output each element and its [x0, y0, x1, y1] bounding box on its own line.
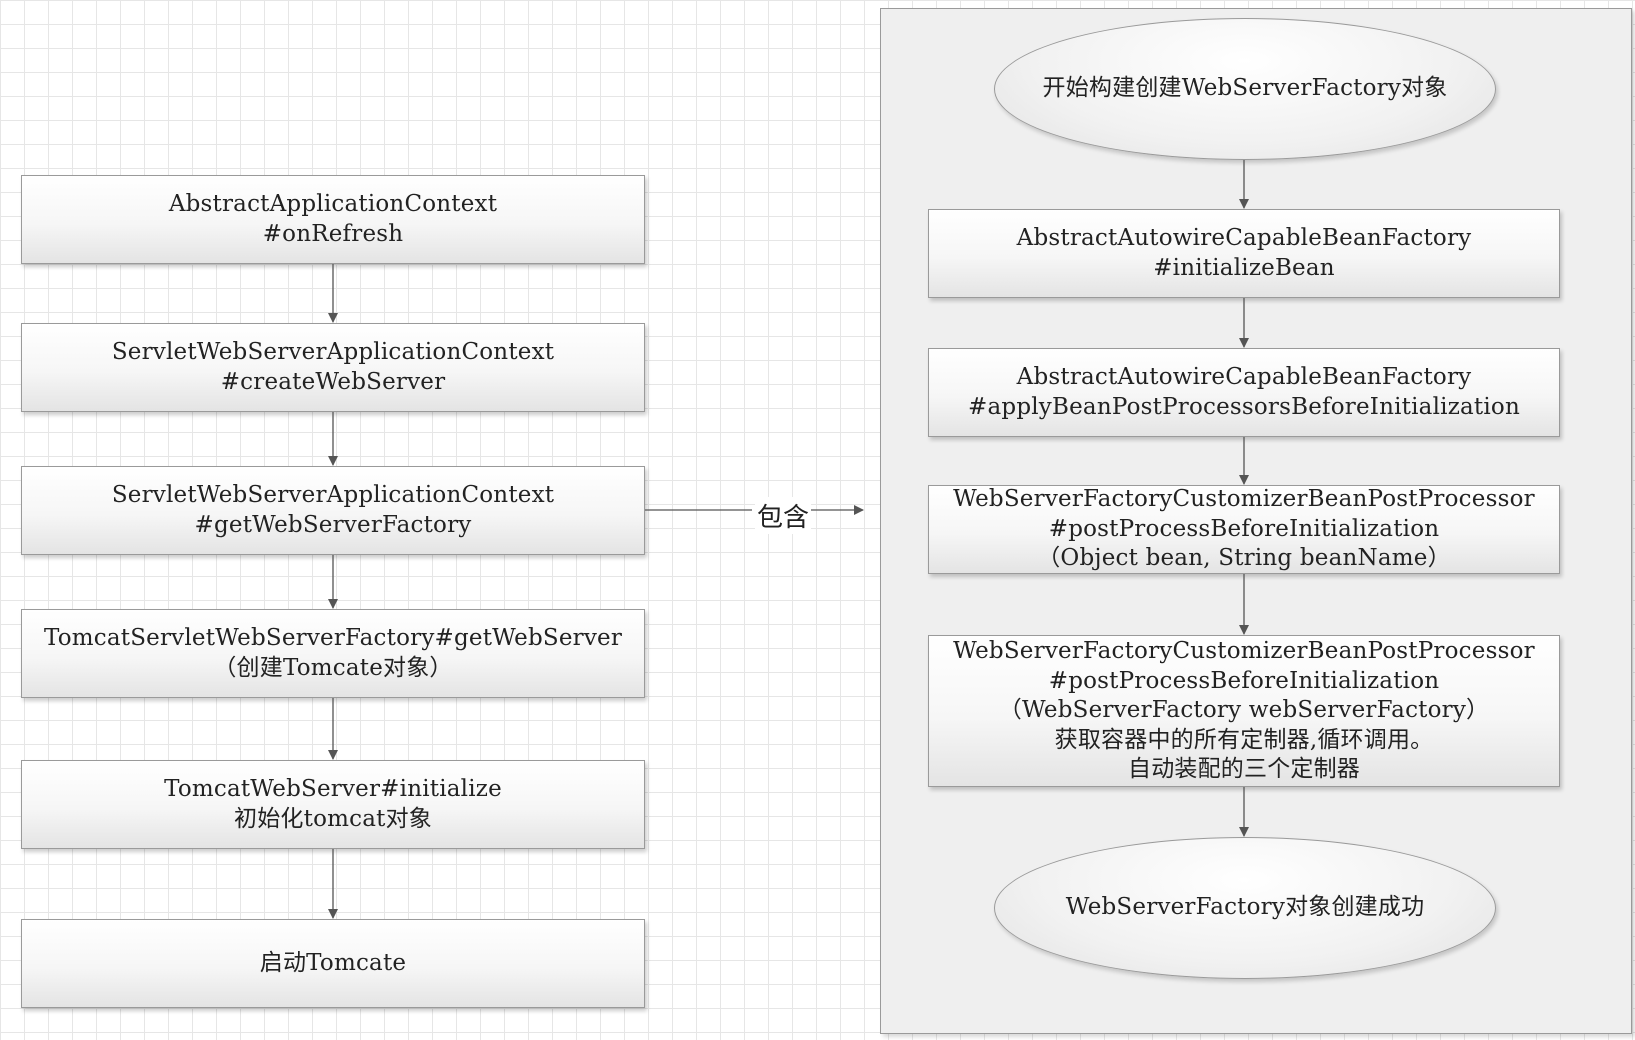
node-initialize-line1: TomcatWebServer#initialize: [164, 776, 502, 803]
node-getwebserver-line2: （创建Tomcate对象）: [213, 654, 453, 681]
node-getwebserverfactory: ServletWebServerApplicationContext #getW…: [21, 466, 645, 555]
node-postprocess-factory-line2: #postProcessBeforeInitialization: [1048, 667, 1440, 694]
node-postprocess-factory-line3: （WebServerFactory webServerFactory）: [998, 697, 1490, 724]
node-applybeanpostprocessors: AbstractAutowireCapableBeanFactory #appl…: [928, 348, 1560, 437]
node-onrefresh-line2: #onRefresh: [262, 220, 404, 247]
node-onrefresh-line1: AbstractApplicationContext: [168, 191, 498, 218]
node-postprocess-bean: WebServerFactoryCustomizerBeanPostProces…: [928, 485, 1560, 574]
node-start-tomcat: 启动Tomcate: [21, 919, 645, 1008]
node-createwebserver: ServletWebServerApplicationContext #crea…: [21, 323, 645, 412]
node-createwebserver-line2: #createWebServer: [220, 368, 446, 395]
node-postprocess-factory-line5: 自动装配的三个定制器: [1128, 756, 1360, 783]
node-onrefresh: AbstractApplicationContext #onRefresh: [21, 175, 645, 264]
node-getwebserver: TomcatServletWebServerFactory#getWebServ…: [21, 609, 645, 698]
node-initializebean-line1: AbstractAutowireCapableBeanFactory: [1016, 225, 1472, 252]
node-start-tomcat-line1: 启动Tomcate: [259, 949, 407, 976]
node-postprocess-bean-line2: #postProcessBeforeInitialization: [1048, 515, 1440, 542]
node-initialize-line2: 初始化tomcat对象: [234, 805, 432, 832]
node-end-ellipse-text: WebServerFactory对象创建成功: [1065, 894, 1425, 921]
node-initialize: TomcatWebServer#initialize 初始化tomcat对象: [21, 760, 645, 849]
node-getwebserverfactory-line2: #getWebServerFactory: [194, 511, 472, 538]
node-applybeanpostprocessors-line2: #applyBeanPostProcessorsBeforeInitializa…: [968, 393, 1520, 420]
node-postprocess-bean-line3: （Object bean, String beanName）: [1037, 545, 1451, 572]
node-postprocess-factory: WebServerFactoryCustomizerBeanPostProces…: [928, 635, 1560, 787]
node-postprocess-factory-line1: WebServerFactoryCustomizerBeanPostProces…: [953, 638, 1535, 665]
node-end-ellipse: WebServerFactory对象创建成功: [994, 837, 1496, 979]
node-getwebserver-line1: TomcatServletWebServerFactory#getWebServ…: [43, 625, 623, 652]
node-start-ellipse-text: 开始构建创建WebServerFactory对象: [1042, 75, 1448, 102]
node-applybeanpostprocessors-line1: AbstractAutowireCapableBeanFactory: [1016, 364, 1472, 391]
node-postprocess-factory-line4: 获取容器中的所有定制器,循环调用。: [1054, 726, 1434, 753]
edge-label-contains: 包含: [755, 497, 812, 534]
node-start-ellipse: 开始构建创建WebServerFactory对象: [994, 18, 1496, 160]
node-getwebserverfactory-line1: ServletWebServerApplicationContext: [111, 482, 555, 509]
node-initializebean: AbstractAutowireCapableBeanFactory #init…: [928, 209, 1560, 298]
node-initializebean-line2: #initializeBean: [1153, 254, 1335, 281]
node-createwebserver-line1: ServletWebServerApplicationContext: [111, 339, 555, 366]
node-postprocess-bean-line1: WebServerFactoryCustomizerBeanPostProces…: [953, 486, 1535, 513]
